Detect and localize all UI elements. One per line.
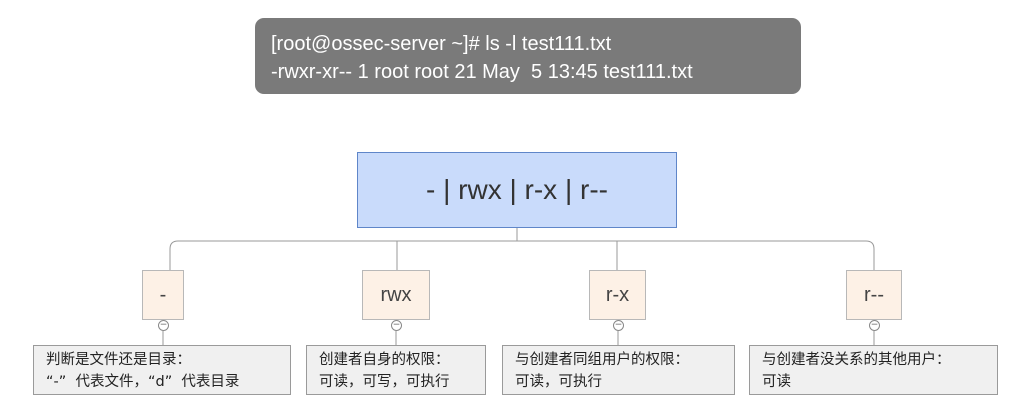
collapse-icon[interactable]: − [869, 320, 880, 331]
root-node[interactable]: - | rwx | r-x | r-- [357, 152, 677, 228]
collapse-icon[interactable]: − [391, 320, 402, 331]
note-line: “-” 代表文件，“d” 代表目录 [46, 374, 240, 390]
note-line: 创建者自身的权限： [319, 352, 450, 368]
note-owner: 创建者自身的权限： 可读，可写，可执行 [306, 345, 486, 395]
note-line: 与创建者没关系的其他用户： [762, 352, 951, 368]
note-line: 可读，可执行 [515, 374, 602, 390]
node-type[interactable]: - [142, 270, 184, 320]
command-line: [root@ossec-server ~]# ls -l test111.txt [271, 33, 612, 55]
node-others[interactable]: r-- [846, 270, 902, 320]
collapse-icon[interactable]: − [158, 320, 169, 331]
command-box: [root@ossec-server ~]# ls -l test111.txt… [255, 18, 801, 94]
note-group: 与创建者同组用户的权限： 可读，可执行 [502, 345, 735, 395]
node-group[interactable]: r-x [589, 270, 646, 320]
note-line: 判断是文件还是目录： [46, 352, 191, 368]
note-line: 可读，可写，可执行 [319, 374, 450, 390]
connector-bar [169, 240, 875, 270]
note-line: 与创建者同组用户的权限： [515, 352, 689, 368]
note-line: 可读 [762, 374, 791, 390]
note-type: 判断是文件还是目录： “-” 代表文件，“d” 代表目录 [33, 345, 291, 395]
command-output-line: -rwxr-xr-- 1 root root 21 May 5 13:45 te… [271, 61, 693, 83]
node-owner[interactable]: rwx [362, 270, 430, 320]
note-others: 与创建者没关系的其他用户： 可读 [749, 345, 998, 395]
collapse-icon[interactable]: − [613, 320, 624, 331]
